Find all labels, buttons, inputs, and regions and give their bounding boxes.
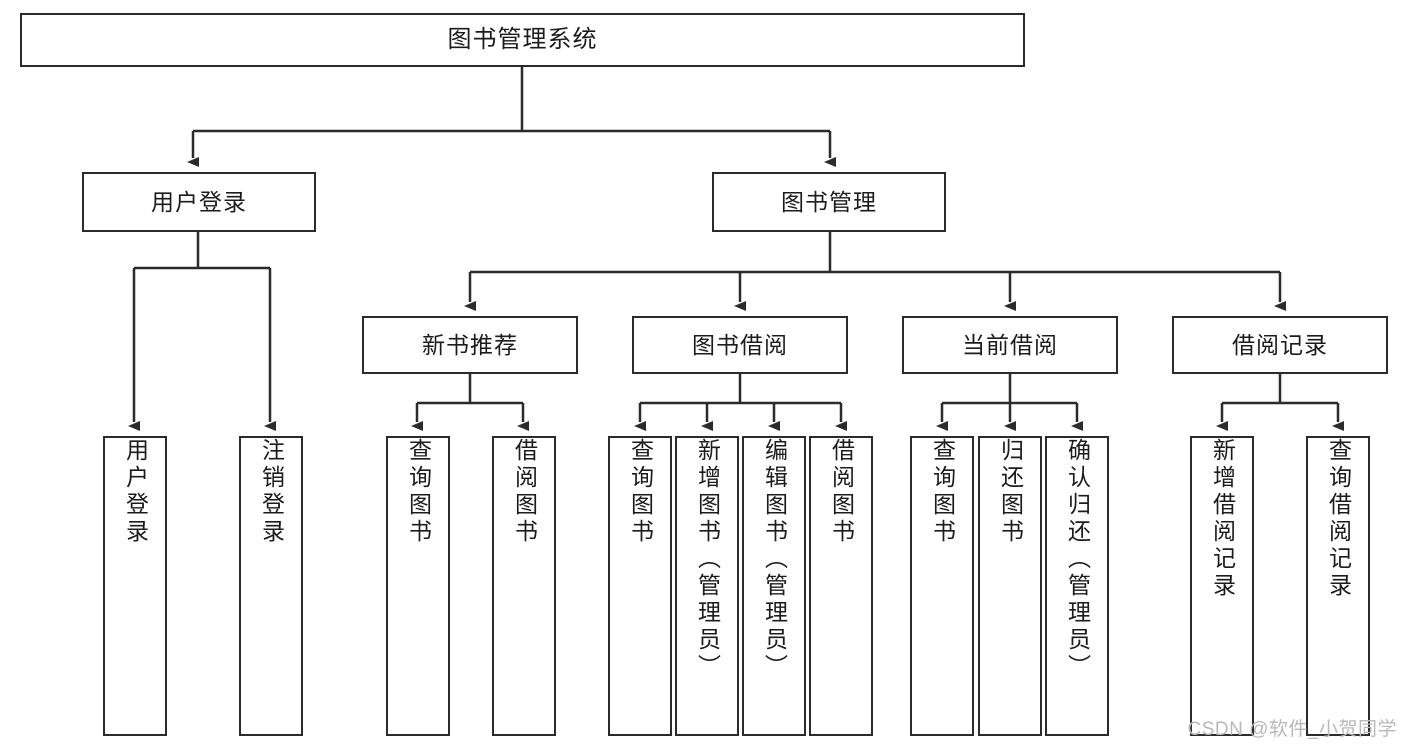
node-label: 新增图书（管理员） [694, 438, 721, 681]
node-new-book-recommend[interactable]: 新书推荐 [362, 316, 578, 374]
leaf-return-book[interactable]: 归还图书 [978, 436, 1042, 736]
csdn-watermark: CSDN @软件_小贺同学 [1187, 719, 1397, 740]
node-book-manage[interactable]: 图书管理 [712, 172, 946, 232]
node-label: 借阅记录 [1232, 331, 1328, 358]
node-label: 编辑图书（管理员） [761, 438, 788, 681]
node-label: 注销登录 [258, 438, 285, 546]
leaf-borrow-book-2[interactable]: 借阅图书 [809, 436, 873, 736]
node-label: 用户登录 [151, 188, 247, 215]
leaf-edit-book[interactable]: 编辑图书（管理员） [742, 436, 806, 736]
node-label: 新书推荐 [422, 331, 518, 358]
leaf-borrow-book-1[interactable]: 借阅图书 [492, 436, 556, 736]
node-user-login[interactable]: 用户登录 [82, 172, 316, 232]
node-label: 查询图书 [929, 438, 956, 546]
leaf-user-login[interactable]: 用户登录 [103, 436, 167, 736]
leaf-query-book-2[interactable]: 查询图书 [608, 436, 672, 736]
node-label: 确认归还（管理员） [1064, 438, 1091, 681]
node-borrow-record[interactable]: 借阅记录 [1172, 316, 1388, 374]
node-label: 新增借阅记录 [1209, 438, 1236, 600]
node-root-system[interactable]: 图书管理系统 [20, 13, 1025, 67]
node-label: 图书借阅 [692, 331, 788, 358]
leaf-confirm-return[interactable]: 确认归还（管理员） [1045, 436, 1109, 736]
node-label: 图书管理系统 [447, 26, 598, 54]
node-current-borrow[interactable]: 当前借阅 [902, 316, 1118, 374]
leaf-query-book-3[interactable]: 查询图书 [910, 436, 974, 736]
leaf-add-book[interactable]: 新增图书（管理员） [675, 436, 739, 736]
leaf-query-book-1[interactable]: 查询图书 [386, 436, 450, 736]
node-label: 借阅图书 [828, 438, 855, 546]
node-label: 查询图书 [405, 438, 432, 546]
leaf-add-record[interactable]: 新增借阅记录 [1190, 436, 1254, 736]
node-label: 借阅图书 [511, 438, 538, 546]
leaf-logout[interactable]: 注销登录 [239, 436, 303, 736]
node-label: 归还图书 [997, 438, 1024, 546]
node-label: 用户登录 [122, 438, 149, 546]
leaf-query-record[interactable]: 查询借阅记录 [1306, 436, 1370, 736]
node-book-borrow[interactable]: 图书借阅 [632, 316, 848, 374]
node-label: 当前借阅 [962, 331, 1058, 358]
node-label: 图书管理 [781, 188, 877, 215]
node-label: 查询图书 [627, 438, 654, 546]
node-label: 查询借阅记录 [1325, 438, 1352, 600]
